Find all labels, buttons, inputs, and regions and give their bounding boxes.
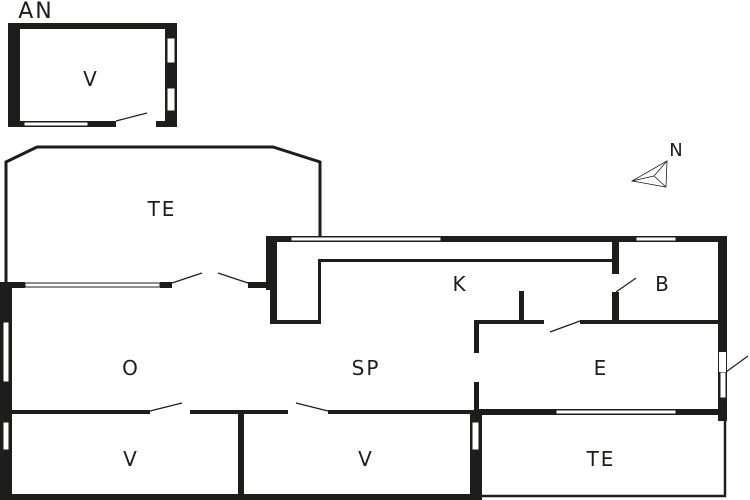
room-label-te-top: TE <box>147 197 177 221</box>
room-label-o: O <box>122 356 140 380</box>
north-label: N <box>669 140 685 161</box>
room-label-sp: SP <box>351 356 381 380</box>
doors <box>149 272 749 412</box>
room-label-annex-v: V <box>83 67 99 91</box>
room-label-b: B <box>655 272 671 296</box>
room-label-e: E <box>593 356 609 380</box>
room-label-v-mid: V <box>358 447 374 471</box>
windows <box>2 236 727 451</box>
room-label-te-bottom: TE <box>586 447 616 471</box>
annex-label: AN <box>18 0 54 24</box>
north-arrow-icon <box>630 160 668 188</box>
terrace-top-outline <box>4 145 322 284</box>
annex-door <box>115 112 156 127</box>
annex-windows <box>23 37 176 127</box>
room-label-v-left: V <box>123 447 139 471</box>
terrace-bottom-outline <box>482 415 727 498</box>
room-label-k: K <box>452 272 468 296</box>
